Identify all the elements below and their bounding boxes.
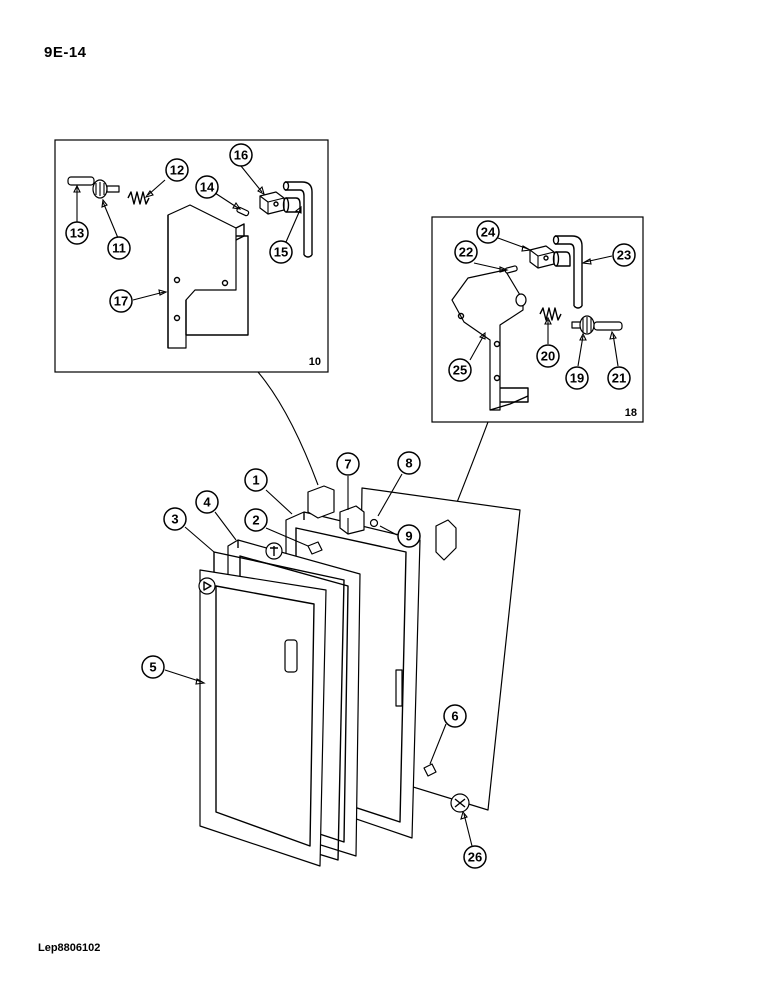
callout-23: 23 xyxy=(612,243,636,267)
svg-text:8: 8 xyxy=(405,456,412,471)
block-part-right xyxy=(529,245,555,269)
callout-8: 8 xyxy=(397,451,421,475)
svg-text:1: 1 xyxy=(252,473,259,488)
callout-15: 15 xyxy=(269,240,293,264)
svg-text:23: 23 xyxy=(617,248,631,263)
callout-11: 11 xyxy=(107,236,131,260)
svg-text:24: 24 xyxy=(481,225,496,240)
svg-text:15: 15 xyxy=(274,245,288,260)
callout-21: 21 xyxy=(607,366,631,390)
handle-part xyxy=(282,181,313,258)
callout-24: 24 xyxy=(476,220,500,244)
svg-text:9: 9 xyxy=(405,529,412,544)
callout-7: 7 xyxy=(336,452,360,476)
svg-text:22: 22 xyxy=(459,245,473,260)
callout-19: 19 xyxy=(565,366,589,390)
detail-panel-left: 10 xyxy=(54,139,329,373)
spring-part-right xyxy=(539,307,562,321)
callout-22: 22 xyxy=(454,240,478,264)
spring-part xyxy=(127,191,150,205)
latch-bracket-part xyxy=(167,204,249,349)
svg-text:21: 21 xyxy=(612,371,626,386)
svg-text:19: 19 xyxy=(570,371,584,386)
callout-1: 1 xyxy=(244,468,268,492)
callout-20: 20 xyxy=(536,344,560,368)
svg-text:20: 20 xyxy=(541,349,555,364)
svg-text:13: 13 xyxy=(70,226,84,241)
svg-text:4: 4 xyxy=(203,495,211,510)
callout-25: 25 xyxy=(448,358,472,382)
pin-knob-part-right xyxy=(571,315,623,335)
callout-17: 17 xyxy=(109,289,133,313)
callout-5: 5 xyxy=(141,655,165,679)
callout-12: 12 xyxy=(165,158,189,182)
callout-13: 13 xyxy=(65,221,89,245)
svg-text:7: 7 xyxy=(344,457,351,472)
callout-26: 26 xyxy=(463,845,487,869)
svg-text:17: 17 xyxy=(114,294,128,309)
door-assembly xyxy=(164,473,521,867)
svg-text:3: 3 xyxy=(171,512,178,527)
callout-14: 14 xyxy=(195,175,219,199)
handle-part-right xyxy=(552,235,583,309)
figure-code: Lep8806102 xyxy=(38,942,101,954)
svg-text:16: 16 xyxy=(234,148,248,163)
callout-6: 6 xyxy=(443,704,467,728)
callout-9: 9 xyxy=(397,524,421,548)
panel-left-leader xyxy=(257,371,319,486)
callout-3: 3 xyxy=(163,507,187,531)
svg-text:14: 14 xyxy=(200,180,215,195)
pin-knob-part xyxy=(67,176,120,199)
block-part xyxy=(259,191,285,215)
callout-2: 2 xyxy=(244,508,268,532)
svg-text:6: 6 xyxy=(451,709,458,724)
svg-text:5: 5 xyxy=(149,660,156,675)
svg-text:11: 11 xyxy=(112,241,126,256)
svg-text:2: 2 xyxy=(252,513,259,528)
latch-bracket-part-right xyxy=(451,269,529,411)
detail-panel-left-ref: 10 xyxy=(309,356,321,368)
detail-panel-right-ref: 18 xyxy=(625,407,637,419)
callout-16: 16 xyxy=(229,143,253,167)
svg-text:25: 25 xyxy=(453,363,467,378)
svg-text:12: 12 xyxy=(170,163,184,178)
callout-4: 4 xyxy=(195,490,219,514)
svg-text:26: 26 xyxy=(468,850,482,865)
page-number: 9E-14 xyxy=(44,44,87,61)
